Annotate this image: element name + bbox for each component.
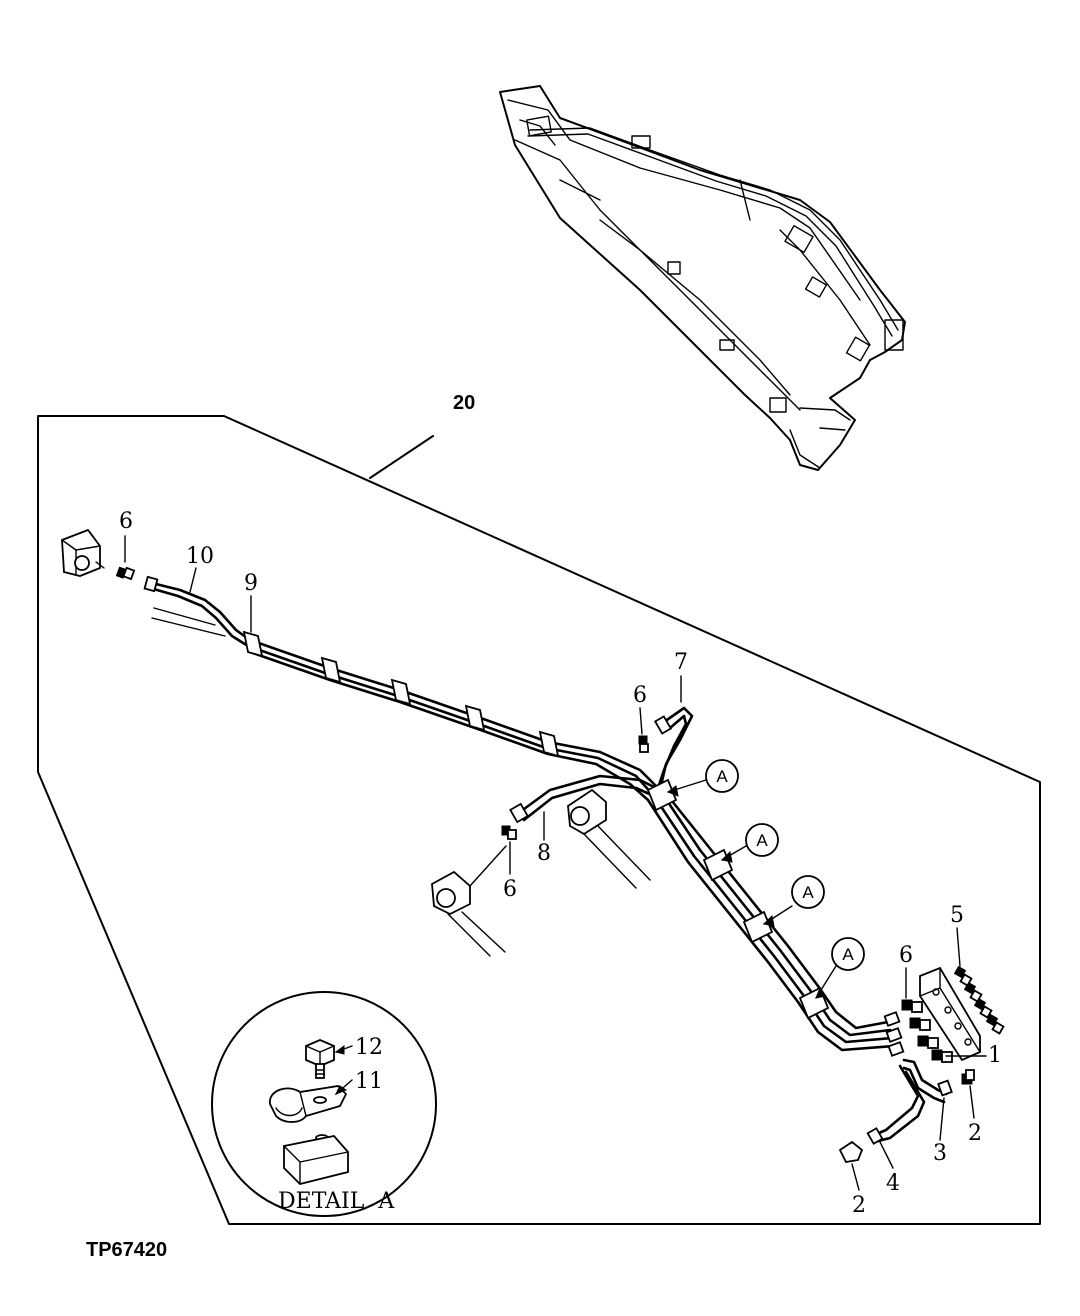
mount-block [283, 1135, 349, 1185]
part-label-10: 10 [186, 544, 214, 569]
figure-id: TP67420 [86, 1239, 167, 1261]
part-label-6d: 6 [899, 943, 913, 968]
assembly-leader [369, 435, 434, 479]
part-label-3: 3 [933, 1141, 947, 1166]
fitting-6b [638, 735, 649, 753]
clamp-11 [269, 1085, 348, 1123]
assembly-label: 20 [453, 392, 475, 414]
cylinder-end-upper [567, 788, 651, 889]
part-label-4: 4 [886, 1171, 900, 1196]
tube-3 [902, 1058, 953, 1104]
part-label-7: 7 [674, 650, 688, 675]
part-label-6b: 6 [633, 683, 647, 708]
assembly-frame [37, 415, 1041, 1225]
upper-hose-assembly [143, 575, 662, 802]
callout-a-2: A [720, 823, 779, 863]
part-label-6c: 6 [503, 877, 517, 902]
callout-a-4: A [815, 937, 865, 999]
arm-overview-illustration [499, 85, 906, 471]
main-hose-bundle [646, 778, 905, 1057]
fitting-6a [115, 566, 136, 581]
bolt-12 [305, 1039, 335, 1079]
part-label-1: 1 [988, 1043, 1002, 1068]
part-label-6a: 6 [119, 509, 133, 534]
svg-text:A: A [842, 945, 854, 964]
fitting-2-left [838, 1140, 864, 1163]
svg-text:A: A [802, 883, 814, 902]
callout-a-1: A [666, 759, 739, 797]
fittings-6d [901, 999, 953, 1063]
part-label-8: 8 [537, 841, 551, 866]
svg-text:A: A [716, 767, 728, 786]
detail-label-12: 12 [355, 1035, 383, 1060]
detail-label-11: 11 [355, 1069, 383, 1094]
part-label-9: 9 [244, 571, 258, 596]
callout-a-3: A [762, 875, 825, 927]
tube-4 [866, 1064, 926, 1145]
fittings-5 [953, 965, 1005, 1035]
svg-text:A: A [756, 831, 768, 850]
fitting-2-right [961, 1069, 975, 1085]
fitting-6c [501, 825, 517, 840]
valve-block [919, 966, 981, 1062]
detail-title: DETAIL A [278, 1189, 395, 1214]
hose-8 [509, 774, 662, 824]
part-label-2a: 2 [968, 1121, 982, 1146]
cylinder-end-lower [431, 845, 507, 957]
part-label-5: 5 [950, 903, 964, 928]
detail-a: 12 11 DETAIL A [211, 991, 437, 1217]
part-label-2b: 2 [852, 1193, 866, 1218]
upper-left-fitting [61, 528, 105, 577]
hose-7 [653, 706, 694, 796]
